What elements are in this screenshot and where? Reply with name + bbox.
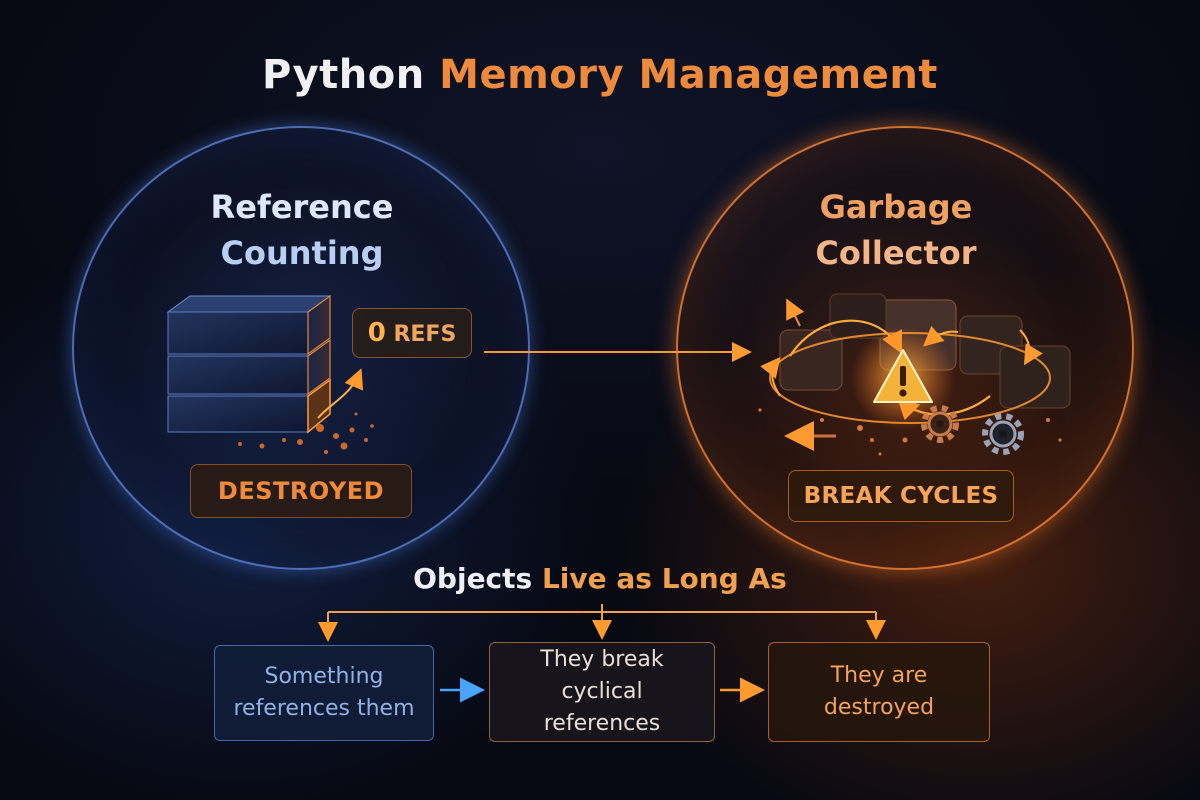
reference-counting-title: Reference Counting (172, 184, 432, 276)
garbage-collector-title-line1: Garbage (819, 188, 973, 226)
refs-count-label: REFS (393, 322, 457, 347)
gear-icon (982, 413, 1024, 455)
reference-counting-title-line2: Counting (220, 234, 384, 272)
object-stack-icon (166, 294, 332, 434)
flow-step-break-cycles: They break cyclical references (489, 642, 715, 742)
destroyed-status-badge: DESTROYED (190, 464, 412, 518)
garbage-collector-title: Garbage Collector (766, 184, 1026, 276)
garbage-collector-title-line2: Collector (815, 234, 977, 272)
flow-connector (318, 604, 886, 642)
cycle-arrow (1019, 329, 1043, 366)
warning-icon (873, 349, 933, 403)
flow-heading: Objects Live as Long As (0, 562, 1200, 595)
debris-particles (758, 408, 1062, 456)
decay-arrow (317, 368, 364, 419)
flow-heading-rest: Live as Long As (541, 562, 787, 595)
gear-icon (921, 405, 959, 443)
flow-step-referenced: Something references them (214, 645, 434, 741)
break-cycles-status-badge: BREAK CYCLES (788, 470, 1014, 522)
cycle-arrow (786, 298, 805, 327)
flow-heading-objects: Objects (413, 562, 533, 595)
page-title: Python Memory Management (0, 52, 1200, 98)
cycle-arrow (760, 356, 781, 397)
title-memory-management: Memory Management (439, 52, 938, 98)
flow-step-destroyed: They are destroyed (768, 642, 990, 742)
debris-particles (238, 412, 374, 454)
refs-count-badge: 0 REFS (352, 308, 472, 358)
title-python: Python (262, 52, 425, 98)
reference-counting-title-line1: Reference (210, 188, 394, 226)
refs-count-value: 0 (367, 318, 386, 348)
